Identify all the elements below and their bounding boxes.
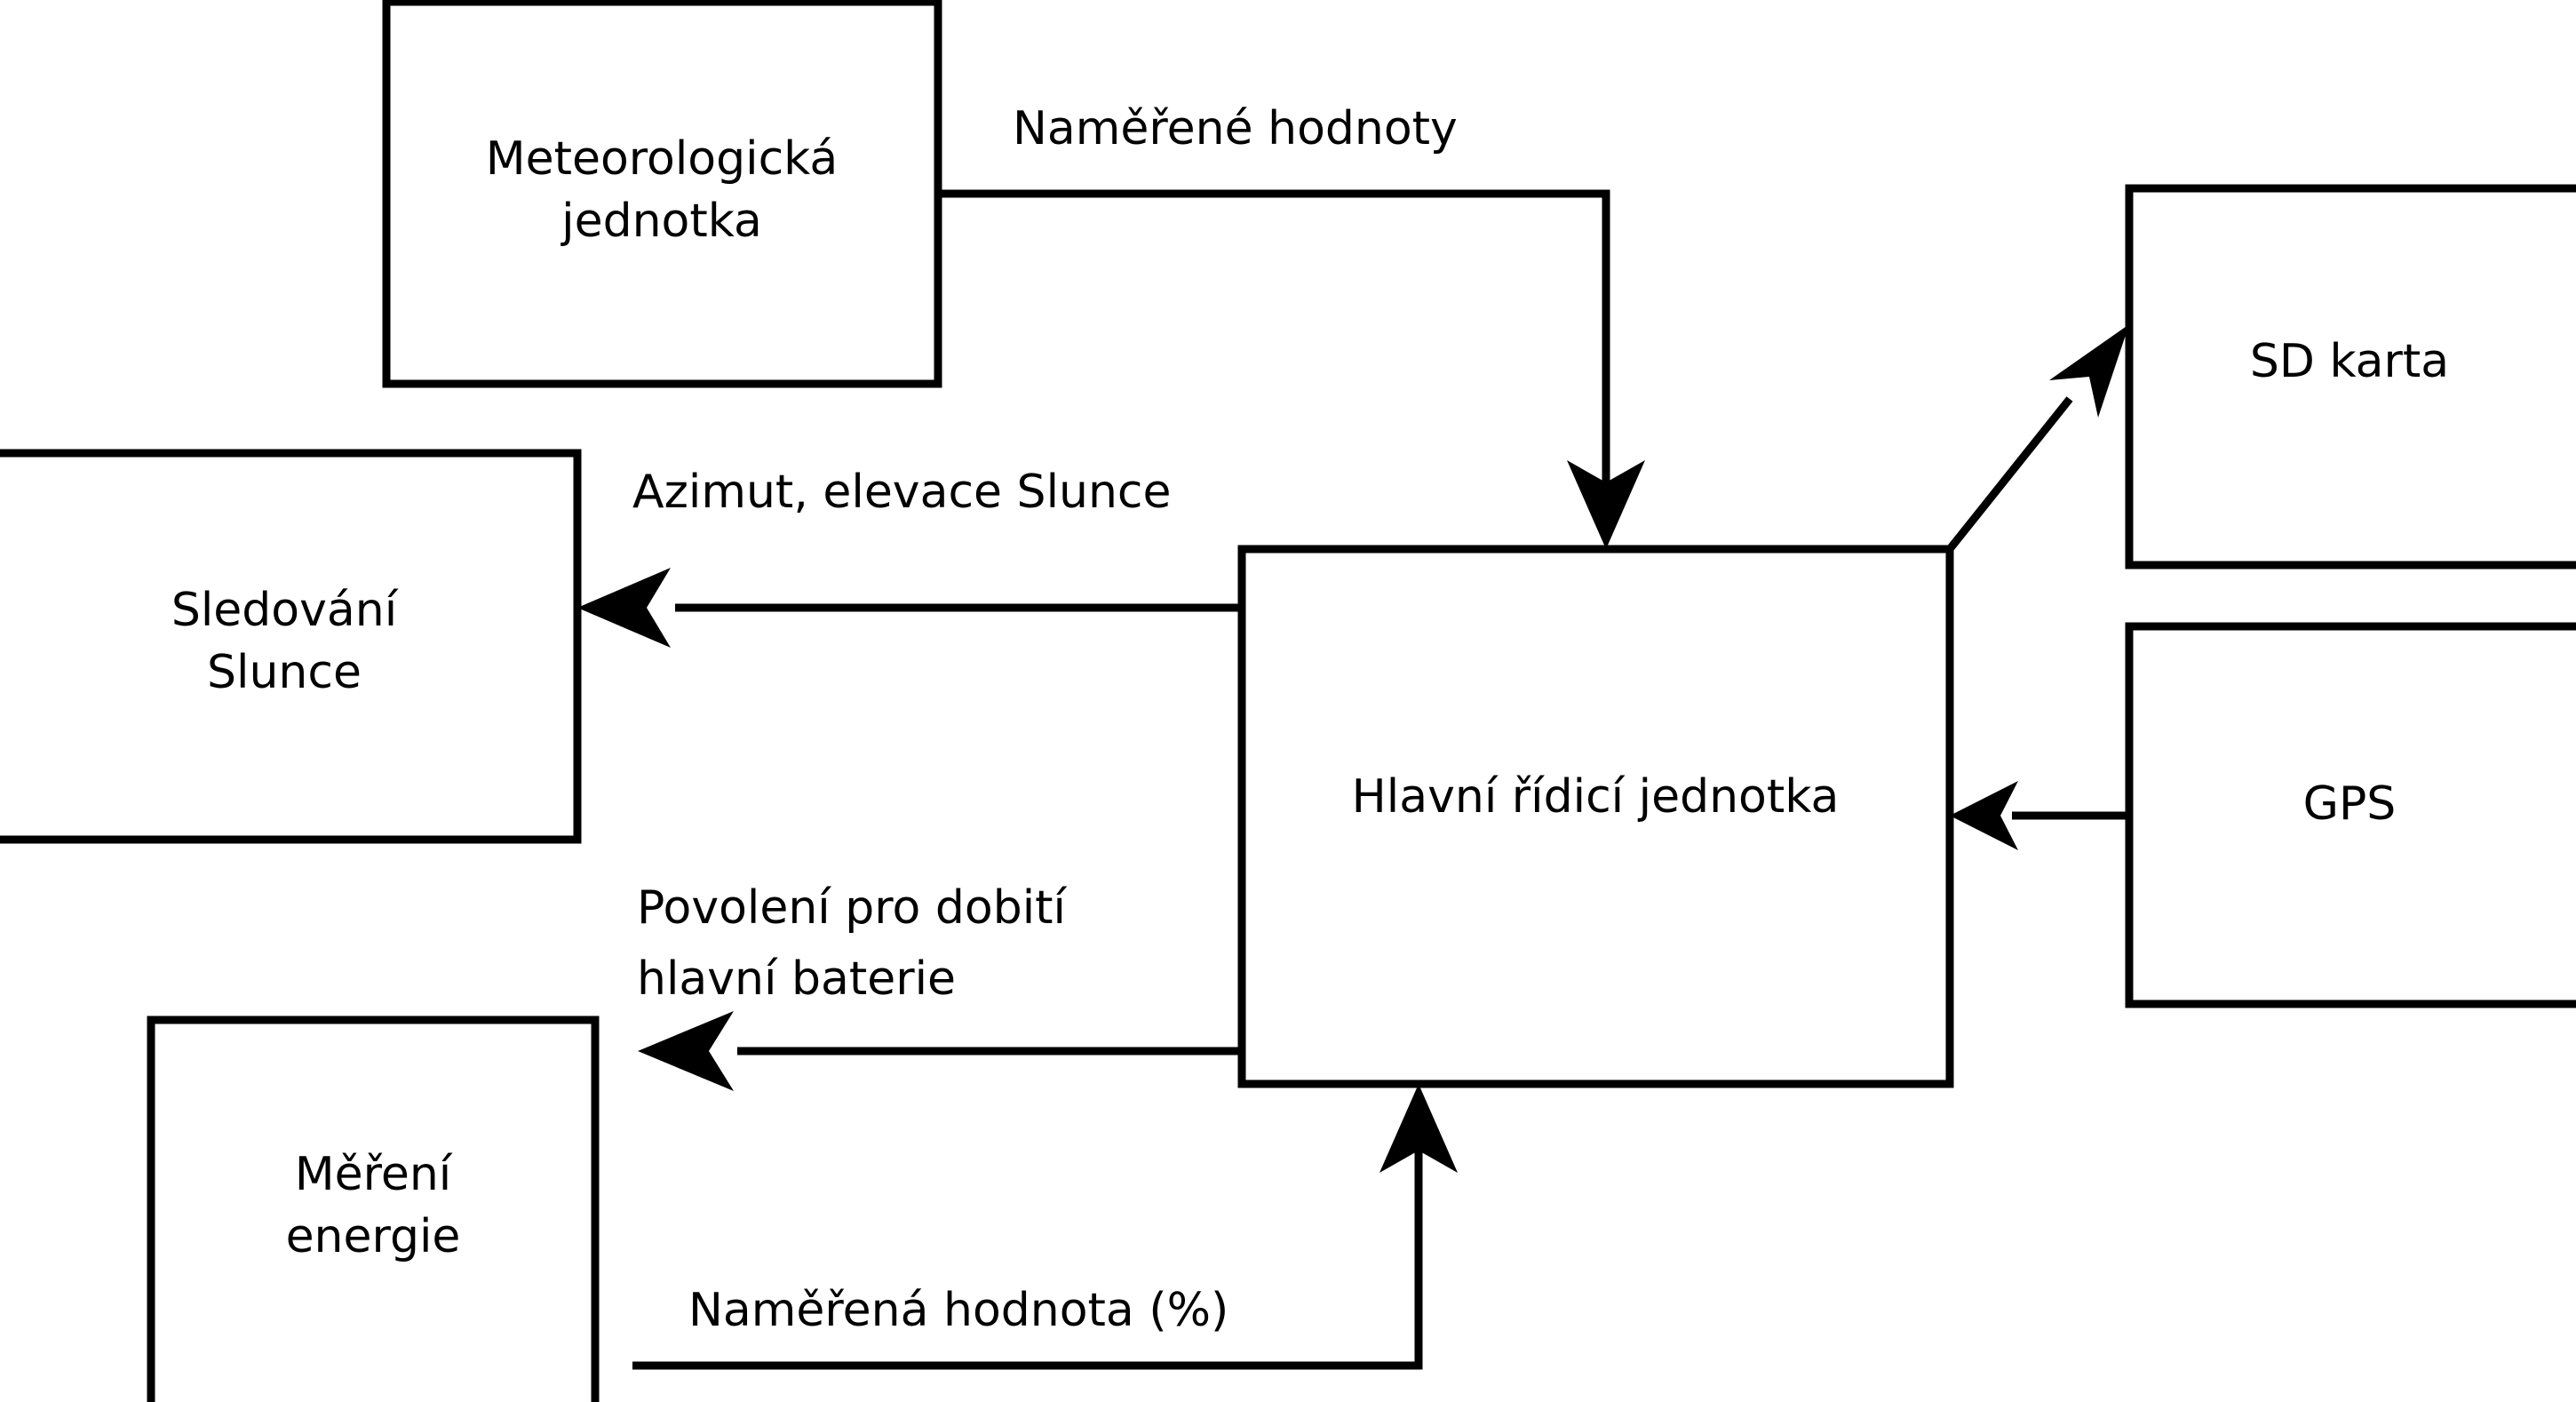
node-label-sdcard: SD karta: [2250, 335, 2449, 388]
node-label-meteo-line1: Meteorologická: [486, 132, 838, 186]
edge-label-azimut-elevace-slunce: Azimut, elevace Slunce: [632, 466, 1172, 519]
edge-main-to-sdcard: [1946, 324, 2129, 552]
arrow-head-left-main: [1950, 781, 2018, 850]
node-label-tracking-line2: Slunce: [207, 646, 362, 699]
node-label-gps: GPS: [2303, 777, 2397, 831]
node-gps[interactable]: GPS: [2125, 622, 2576, 1008]
edge-main-to-tracking: [577, 568, 1242, 648]
node-label-main: Hlavní řídicí jednotka: [1352, 770, 1840, 824]
edge-gps-to-main: [1950, 781, 2129, 850]
arrow-head-left-tracking: [577, 568, 671, 648]
edge-label-povoleni-line2: hlavní baterie: [637, 952, 956, 1006]
edge-label-namerena-hodnota: Naměřená hodnota (%): [688, 1284, 1228, 1337]
node-mereni-energie[interactable]: Měření energie: [147, 1016, 600, 1402]
node-label-energy-line2: energie: [286, 1210, 461, 1263]
edge-main-to-sdcard-line: [1946, 396, 2073, 552]
edge-main-to-energy: [638, 1011, 1242, 1091]
edge-label-namerene-hodnoty: Naměřené hodnoty: [1013, 102, 1458, 155]
arrow-head-up: [1379, 1084, 1458, 1173]
node-box-tracking[interactable]: [0, 449, 582, 844]
node-sd-karta[interactable]: SD karta: [2125, 184, 2576, 570]
node-box-sdcard[interactable]: [2125, 184, 2576, 570]
edge-energy-to-main: [632, 1084, 1458, 1370]
node-label-energy-line1: Měření: [295, 1148, 453, 1201]
arrow-head-diag-sdcard: [2049, 324, 2129, 418]
node-label-tracking-line1: Sledování: [171, 584, 399, 637]
edge-meteo-to-main: [938, 189, 1645, 549]
node-box-main[interactable]: [1237, 545, 1954, 1088]
node-box-gps[interactable]: [2125, 622, 2576, 1008]
arrow-head-left-energy: [638, 1011, 734, 1091]
arrow-head-down: [1567, 460, 1645, 549]
node-label-meteo-line2: jednotka: [561, 195, 762, 248]
edge-label-povoleni-line1: Povolení pro dobití: [637, 881, 1068, 935]
node-box-meteo[interactable]: [382, 0, 942, 388]
node-box-energy[interactable]: [147, 1016, 600, 1402]
node-meteorologicka-jednotka[interactable]: Meteorologická jednotka: [382, 0, 942, 388]
node-sledovani-slunce[interactable]: Sledování Slunce: [0, 449, 582, 844]
node-hlavni-ridici-jednotka[interactable]: Hlavní řídicí jednotka: [1237, 545, 1954, 1088]
edge-meteo-to-main-line: [938, 189, 1610, 493]
edge-energy-to-main-line: [632, 1142, 1423, 1370]
